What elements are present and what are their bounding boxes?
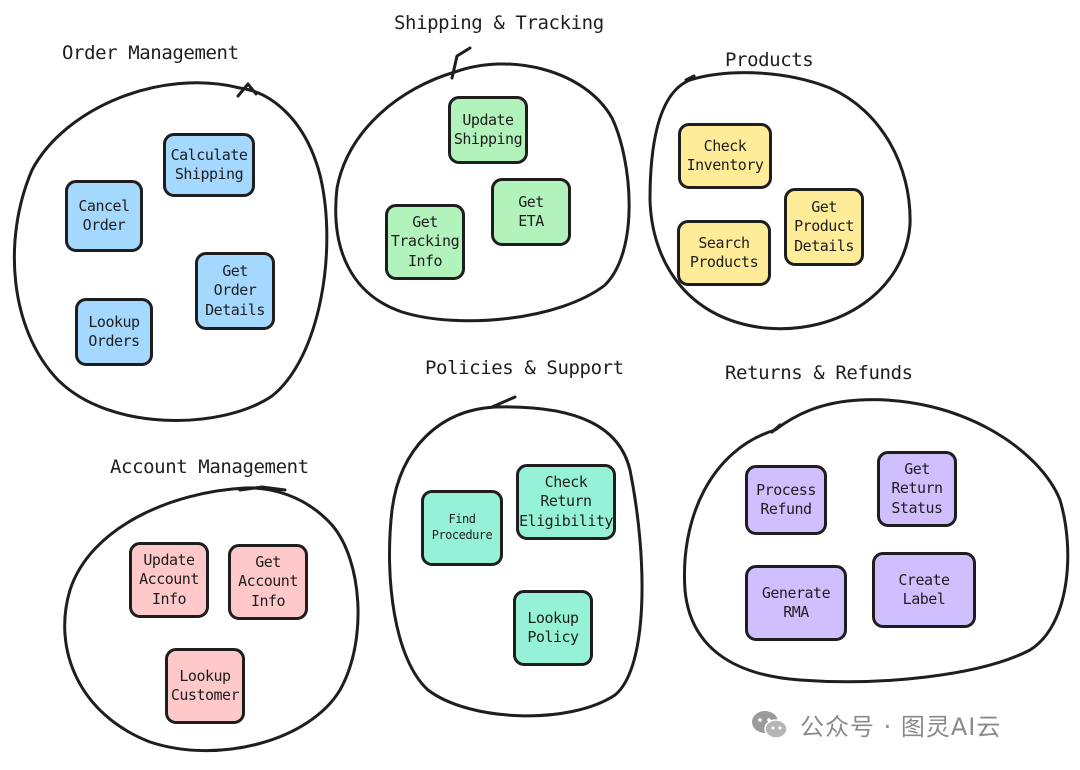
node-get-eta[interactable]: Get ETA [491, 178, 571, 246]
node-process-refund[interactable]: Process Refund [745, 465, 827, 535]
node-get-account-info[interactable]: Get Account Info [228, 544, 308, 620]
node-update-account-info[interactable]: Update Account Info [129, 542, 209, 618]
node-lookup-orders[interactable]: Lookup Orders [75, 298, 153, 366]
group-title-account-management: Account Management [110, 456, 309, 478]
group-title-returns-refunds: Returns & Refunds [725, 362, 913, 384]
node-create-label[interactable]: Create Label [872, 552, 976, 628]
node-update-shipping[interactable]: Update Shipping [448, 96, 528, 164]
node-check-return-eligibility[interactable]: Check Return Eligibility [516, 464, 616, 540]
products-blob [648, 71, 912, 331]
group-title-products: Products [725, 49, 814, 71]
node-calculate-shipping[interactable]: Calculate Shipping [163, 133, 255, 197]
group-title-policies-support: Policies & Support [425, 357, 624, 379]
group-title-order-management: Order Management [62, 42, 239, 64]
node-lookup-policy[interactable]: Lookup Policy [513, 590, 593, 666]
node-get-return-status[interactable]: Get Return Status [877, 451, 957, 527]
watermark-text: 公众号 · 图灵AI云 [800, 713, 1002, 741]
node-search-products[interactable]: Search Products [677, 220, 771, 286]
node-get-product-details[interactable]: Get Product Details [784, 188, 864, 266]
node-get-tracking-info[interactable]: Get Tracking Info [385, 204, 465, 280]
node-check-inventory[interactable]: Check Inventory [678, 123, 772, 189]
policies-support-blob [388, 395, 644, 718]
node-cancel-order[interactable]: Cancel Order [65, 180, 143, 252]
wechat-icon [752, 710, 788, 739]
group-title-shipping-tracking: Shipping & Tracking [394, 12, 604, 34]
shipping-tracking-blob [334, 46, 631, 323]
node-lookup-customer[interactable]: Lookup Customer [165, 648, 245, 724]
node-find-procedure[interactable]: Find Procedure [421, 490, 503, 566]
returns-refunds-blob [682, 398, 1070, 684]
account-management-blob [63, 485, 360, 753]
node-get-order-details[interactable]: Get Order Details [195, 252, 275, 330]
watermark: 公众号 · 图灵AI云 [750, 707, 1001, 742]
node-generate-rma[interactable]: Generate RMA [745, 565, 847, 641]
order-management-blob [12, 81, 329, 422]
